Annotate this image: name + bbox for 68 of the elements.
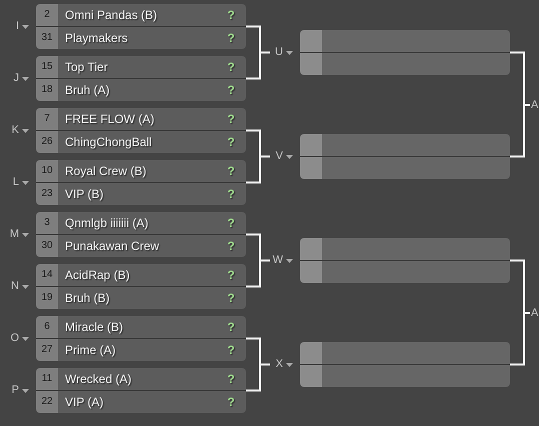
match-label: O	[10, 332, 19, 345]
match-label: M	[10, 228, 19, 241]
team-name: Bruh (A)	[65, 83, 110, 97]
bracket-line	[510, 104, 530, 158]
team-name: Punakawan Crew	[65, 239, 160, 253]
seed-number: 6	[44, 321, 50, 333]
seed-number: 27	[41, 344, 53, 356]
team-name: Royal Crew (B)	[65, 164, 146, 178]
team-name: ChingChongBall	[65, 135, 152, 149]
match-label: L	[12, 176, 19, 189]
score: ?	[227, 60, 235, 74]
team-name: Wrecked (A)	[65, 372, 132, 386]
match-label: A	[530, 306, 538, 320]
match-label: N	[11, 280, 19, 293]
score: ?	[227, 31, 235, 45]
score: ?	[227, 164, 235, 178]
team-name: Top Tier	[65, 60, 108, 74]
score: ?	[227, 135, 235, 149]
score: ?	[227, 8, 235, 22]
team-name: Bruh (B)	[65, 291, 110, 305]
bracket-line	[246, 260, 270, 288]
match-label: V	[276, 150, 283, 163]
seed-number: 30	[41, 240, 53, 252]
team-name: VIP (A)	[65, 395, 104, 409]
score: ?	[227, 268, 235, 282]
score: ?	[227, 216, 235, 230]
seed-number: 14	[41, 269, 53, 281]
match-label: J	[14, 72, 19, 85]
seed-number: 15	[41, 61, 53, 73]
score: ?	[227, 320, 235, 334]
score: ?	[227, 187, 235, 201]
seed-number: 22	[41, 396, 53, 408]
score: ?	[227, 83, 235, 97]
team-name: FREE FLOW (A)	[65, 112, 154, 126]
seed-number: 11	[42, 373, 52, 385]
seed-number: 26	[41, 136, 53, 148]
bracket-line	[510, 312, 530, 366]
score: ?	[227, 112, 235, 126]
bracket-line	[246, 364, 270, 392]
score: ?	[227, 239, 235, 253]
team-name: Prime (A)	[65, 343, 116, 357]
bracket-line	[246, 156, 270, 184]
team-name: Qnmlgb iiiiiii (A)	[65, 216, 148, 230]
team-name: Omni Pandas (B)	[65, 8, 158, 22]
seed-number: 7	[44, 113, 50, 125]
team-name: Playmakers	[65, 31, 128, 45]
team-name: AcidRap (B)	[65, 268, 130, 282]
seed-number: 19	[41, 292, 53, 304]
seed-number: 10	[41, 165, 53, 177]
seed-number: 2	[44, 9, 50, 21]
seed-number: 31	[41, 32, 53, 44]
score: ?	[227, 372, 235, 386]
match-label: A	[530, 98, 538, 112]
seed-number: 18	[41, 84, 53, 96]
match-label: I	[16, 20, 19, 33]
score: ?	[227, 291, 235, 305]
match-label: P	[12, 384, 19, 397]
team-name: Miracle (B)	[65, 320, 124, 334]
score: ?	[227, 343, 235, 357]
match-label: U	[275, 46, 283, 59]
bracket-line	[246, 52, 270, 80]
team-name: VIP (B)	[65, 187, 104, 201]
match-label: W	[272, 254, 283, 267]
score: ?	[227, 395, 235, 409]
match-label: X	[276, 358, 283, 371]
seed-number: 23	[41, 188, 53, 200]
seed-number: 3	[44, 217, 50, 229]
match-label: K	[12, 124, 19, 137]
